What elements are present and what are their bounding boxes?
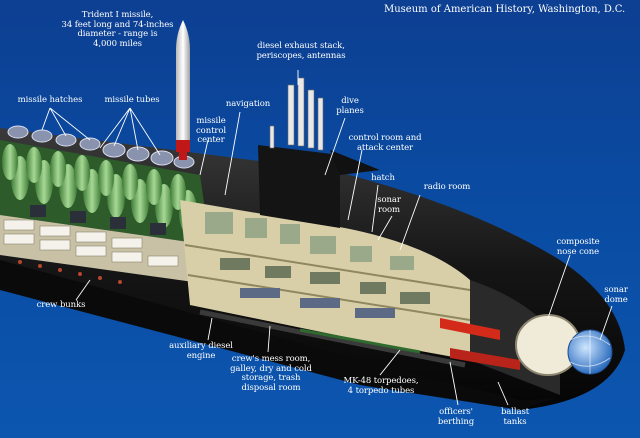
- label-radio-room: radio room: [423, 182, 471, 192]
- label-trident-missile: Trident I missile, 34 feet long and 74-i…: [61, 10, 174, 49]
- label-hatch: hatch: [371, 173, 395, 183]
- sail: [258, 77, 380, 228]
- missile-hatches: [7, 125, 195, 169]
- label-composite-nose-cone: composite nose cone: [556, 237, 600, 257]
- label-dive-planes: dive planes: [336, 96, 364, 116]
- crew-bunks-area: [0, 215, 215, 285]
- missile-compartment: [0, 140, 210, 245]
- label-auxiliary-diesel-engine: auxiliary diesel engine: [169, 341, 233, 361]
- midship-interior: [180, 200, 471, 368]
- leader-lines: [41, 24, 613, 406]
- label-crew-bunks: crew bunks: [36, 300, 86, 310]
- label-ballast-tanks: ballast tanks: [500, 407, 530, 427]
- trident-missile: [176, 20, 190, 160]
- label-torpedoes: MK-48 torpedoes, 4 torpedo tubes: [343, 376, 419, 396]
- label-sonar-dome: sonar dome: [604, 285, 628, 305]
- label-missile-control-center: missile control center: [196, 116, 226, 146]
- label-diesel-exhaust-stack: diesel exhaust stack, periscopes, antenn…: [256, 41, 346, 61]
- bow-section: [440, 280, 613, 395]
- label-crews-mess-room: crew's mess room, galley, dry and cold s…: [230, 354, 312, 393]
- label-missile-hatches: missile hatches: [17, 95, 83, 105]
- label-control-room: control room and attack center: [348, 133, 422, 153]
- label-officers-berthing: officers' berthing: [437, 407, 475, 427]
- label-navigation: navigation: [225, 99, 271, 109]
- label-missile-tubes: missile tubes: [104, 95, 160, 105]
- label-sonar-room: sonar room: [377, 195, 401, 215]
- museum-credit: Museum of American History, Washington, …: [384, 4, 626, 15]
